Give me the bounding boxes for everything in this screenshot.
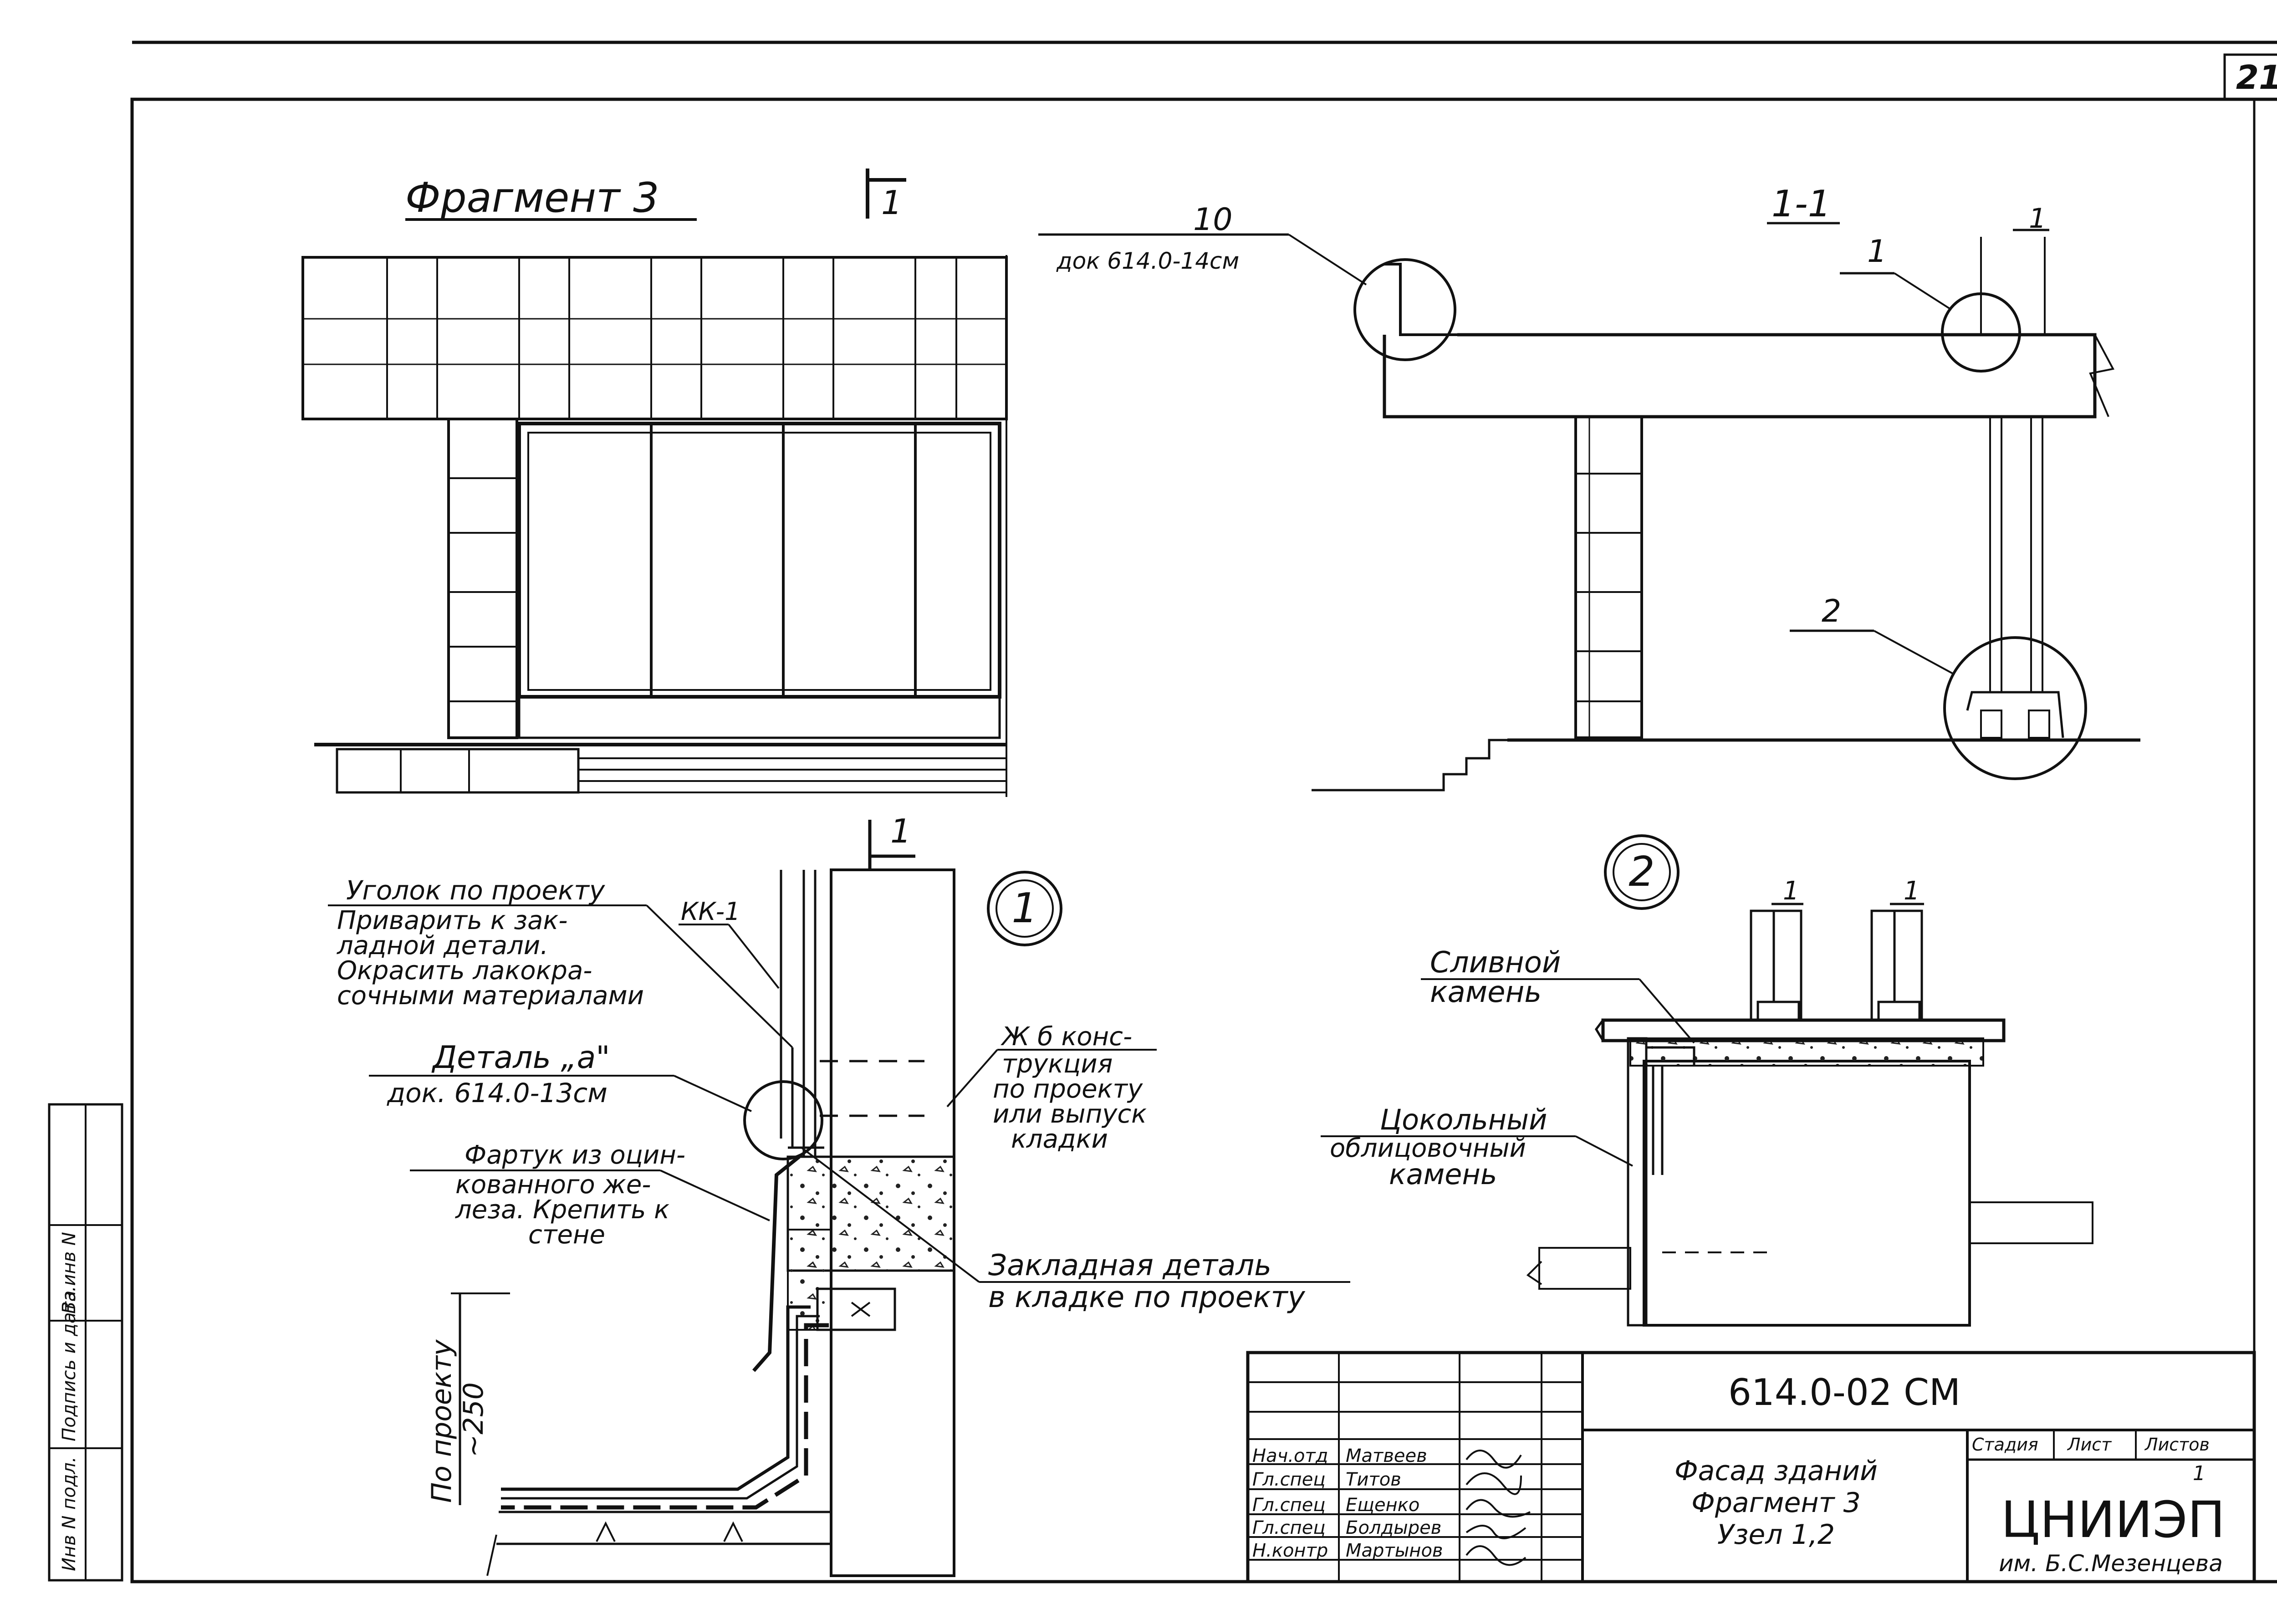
tb-title-line-3: Узел 1,2 (1717, 1519, 1835, 1551)
note-embedded-line-1: Закладная деталь (988, 1249, 1271, 1282)
tb-name-2: Ещенко (1346, 1495, 1419, 1516)
note-drip-line-1: Сливной (1430, 946, 1561, 980)
sheet-frame (130, 41, 2277, 1583)
node-1: 1 1 (328, 812, 1350, 1577)
kk-label: КК-1 (681, 897, 740, 926)
stamp-inv-no: Инв N подл. (59, 1456, 80, 1571)
tb-name-3: Болдырев (1346, 1517, 1441, 1538)
stamp-replace-inv: Вз.инв N (59, 1232, 80, 1314)
tb-title-line-1: Фасад зданий (1675, 1455, 1878, 1487)
node-2: 2 1 1 Сливной (1321, 834, 2093, 1327)
detail-a-title: Деталь „а" (431, 1040, 610, 1076)
note-angle-line-2: Приварить к зак- (337, 906, 568, 935)
node-1-number: 1 (1011, 884, 1037, 932)
note-angle-line-3: ладной детали. (337, 931, 548, 960)
note-plinth-line-1: Цокольный (1380, 1103, 1547, 1136)
dim-label-line-2: ~250 (458, 1382, 490, 1457)
fragment3-title: Фрагмент 3 (405, 174, 659, 222)
tb-role-2: Гл.спец (1252, 1495, 1326, 1516)
note-rc-line-5: кладки (1011, 1124, 1108, 1154)
callout-1: 1 (1867, 234, 1887, 270)
tb-col-sheets: Листов (2144, 1435, 2210, 1455)
section-dim-mark: 1 (2029, 203, 2046, 235)
detail-a-ref: док. 614.0-13см (387, 1078, 608, 1108)
note-angle-line-1: Уголок по проекту (346, 875, 605, 906)
callout-2: 2 (1822, 593, 1841, 629)
note-angle-line-5: сочными материалами (337, 981, 644, 1011)
tb-role-3: Гл.спец (1252, 1517, 1326, 1538)
node-2-number: 2 (1629, 848, 1654, 896)
note-rc-line-3: по проекту (993, 1074, 1143, 1104)
stamp-signature-date: Подпись и дата (59, 1291, 80, 1441)
dim-label-line-1: По проекту (426, 1339, 458, 1503)
note-drip-line-2: камень (1430, 975, 1542, 1009)
section-1-1: 1-1 10 док 614.0-14см 1 1 (1038, 183, 2140, 792)
tb-col-stage: Стадия (1972, 1435, 2038, 1455)
tb-role-4: Н.контр (1252, 1540, 1328, 1561)
section-title: 1-1 (1772, 183, 1831, 225)
note-rc-line-2: трукция (1002, 1049, 1113, 1079)
node-1-marker-label: 1 (890, 812, 911, 850)
tb-name-0: Матвеев (1346, 1445, 1427, 1466)
fragment3-facade: Фрагмент 3 1 (301, 169, 1008, 797)
node-2-dim-mark-b: 1 (1904, 876, 1920, 906)
note-angle-line-4: Окрасить лакокра- (337, 956, 592, 986)
note-embedded-line-2: в кладке по проекту (988, 1281, 1306, 1314)
node-2-dim-mark-a: 1 (1783, 876, 1799, 906)
callout-10-ref: док 614.0-14см (1056, 248, 1239, 274)
callout-10-number: 10 (1193, 202, 1233, 238)
note-apron-line-2: кованного же- (455, 1170, 651, 1200)
tb-sheets-value: 1 (2193, 1462, 2206, 1485)
tb-col-sheet: Лист (2067, 1435, 2112, 1455)
note-rc-line-1: Ж б конс- (1001, 1022, 1132, 1052)
note-apron-line-3: леза. Крепить к (455, 1195, 669, 1225)
side-stamp: Инв N подл. Подпись и дата Вз.инв N (48, 1103, 123, 1582)
section-marker-label: 1 (881, 184, 902, 222)
note-apron-line-1: Фартук из оцин- (465, 1140, 685, 1170)
tb-org-name: ЦНИИЭП (2001, 1491, 2225, 1549)
tb-org-sub: им. Б.С.Мезенцева (1999, 1550, 2223, 1577)
tb-code: 614.0-02 СМ (1728, 1371, 1960, 1414)
page-number: 21 (2236, 58, 2277, 97)
tb-name-1: Титов (1346, 1469, 1401, 1490)
tb-role-1: Гл.спец (1252, 1469, 1326, 1490)
tb-title-line-2: Фрагмент 3 (1691, 1487, 1861, 1519)
section-marker-1-1 (866, 169, 906, 219)
title-block: Нач.отд Матвеев Гл.спец Титов Гл.спец Ещ… (1246, 1351, 2256, 1583)
signature-scribble (1465, 1450, 1531, 1566)
note-apron-line-4: стене (528, 1220, 605, 1250)
note-plinth-line-2: облицовочный (1330, 1134, 1526, 1163)
tb-name-4: Мартынов (1346, 1540, 1443, 1561)
note-rc-line-4: или выпуск (993, 1099, 1147, 1129)
note-plinth-line-3: камень (1389, 1158, 1497, 1191)
tb-role-0: Нач.отд (1252, 1445, 1328, 1466)
